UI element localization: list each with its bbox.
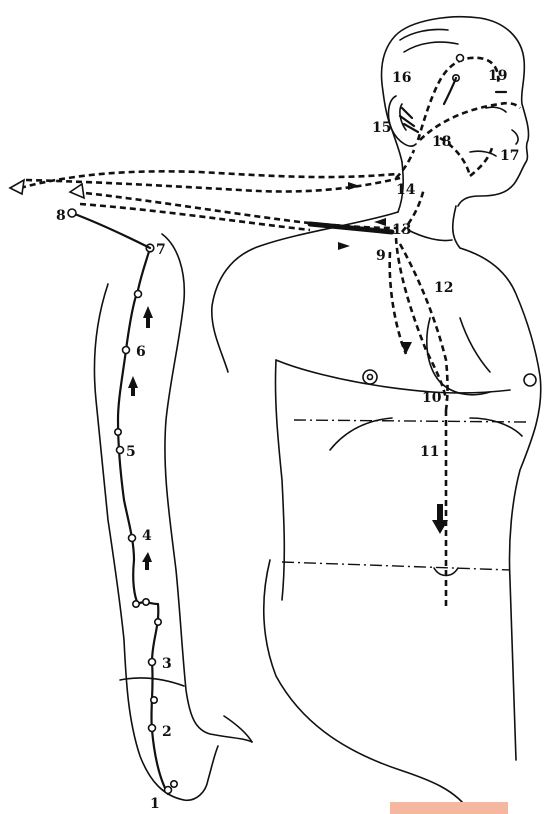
label-17: 17 (500, 148, 519, 164)
label-9: 9 (376, 248, 386, 264)
label-4: 4 (142, 528, 152, 544)
arm-meridian-line (118, 248, 168, 794)
label-10: 10 (422, 390, 442, 406)
label-18: 18 (432, 134, 451, 150)
label-19: 19 (488, 68, 507, 84)
navel-reference-line (282, 562, 510, 570)
corner-color-strip (390, 802, 508, 814)
label-16: 16 (392, 70, 411, 86)
label-11: 11 (420, 444, 439, 460)
point-labels: 1 2 3 4 5 6 7 8 9 10 11 12 13 14 15 16 1… (56, 68, 519, 812)
arm-outline (95, 234, 253, 800)
label-6: 6 (136, 344, 146, 360)
label-12: 12 (434, 280, 453, 296)
label-15: 15 (372, 120, 391, 136)
pathway-endpoints (10, 180, 84, 198)
label-3: 3 (162, 656, 172, 672)
label-1: 1 (150, 796, 160, 812)
label-5: 5 (126, 444, 136, 460)
branch-to-point-8 (72, 213, 150, 248)
label-8: 8 (56, 208, 66, 224)
label-14: 14 (396, 182, 416, 198)
label-2: 2 (162, 724, 172, 740)
label-13: 13 (392, 222, 411, 238)
label-7: 7 (156, 242, 166, 258)
